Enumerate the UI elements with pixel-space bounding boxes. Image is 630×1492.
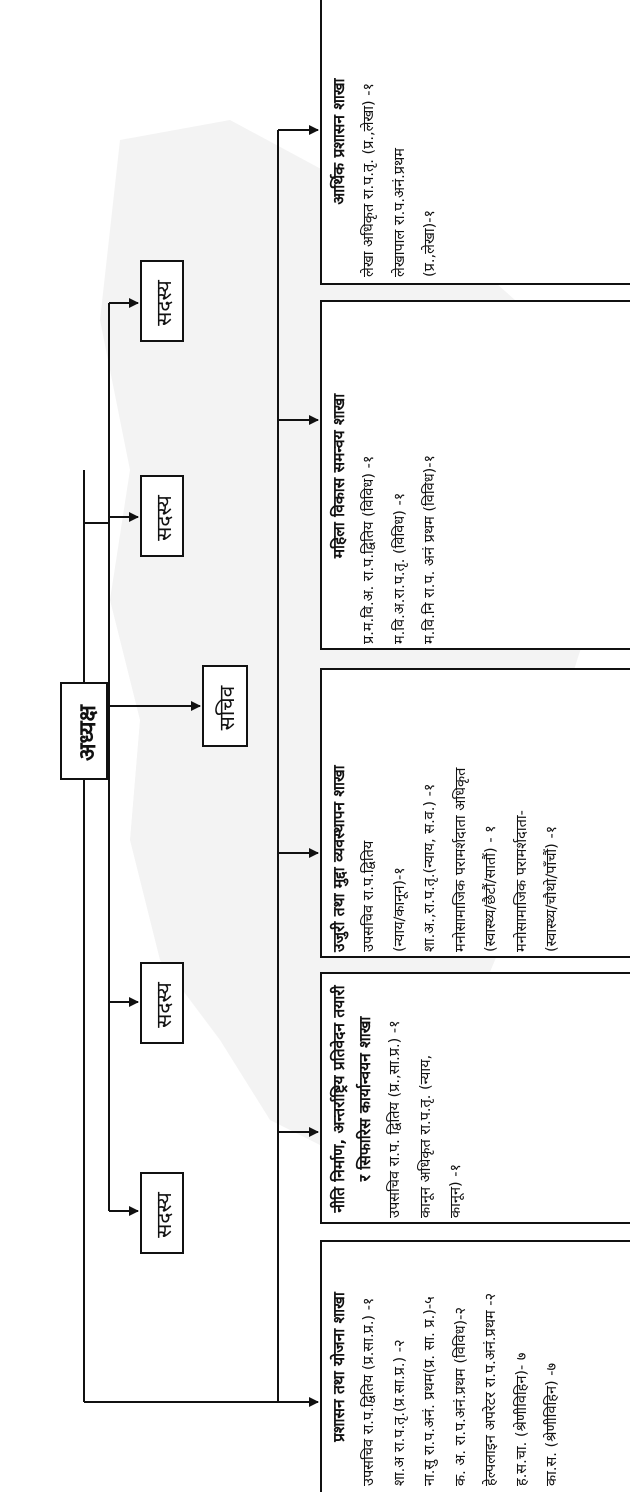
branch-item: (स्वास्थ्य/छैटौं/सातौं) - १ bbox=[483, 825, 499, 952]
branch-items: प्र.म.वि.अ. रा.प.द्वितिय (विविध) -१ म.वि… bbox=[354, 308, 446, 644]
branch-item: ना.सु रा.प.अनं. प्रथम(प्र. सा. प्र.)-५ bbox=[422, 1296, 438, 1486]
branch-women-development: महिला विकास समन्वय शाखा प्र.म.वि.अ. रा.प… bbox=[320, 300, 630, 650]
branch-item: लेखा अधिकृत रा.प.तृ. (प्र.,लेखा) -१ bbox=[361, 82, 377, 277]
member-box: सदस्य bbox=[140, 962, 184, 1044]
member-box: सदस्य bbox=[140, 260, 184, 342]
branch-title: प्रशासन तथा योजना शाखा bbox=[330, 1292, 348, 1442]
member-label: सदस्य bbox=[152, 1192, 176, 1238]
branch-item: उपसचिव रा.प.द्वितिय (प्र.सा.प्र.) -१ bbox=[361, 1297, 377, 1486]
branch-item: म.वि.अ.रा.प.तृ. (विविध) -१ bbox=[391, 492, 408, 644]
branch-item: हेल्पलाइन अपरेटर रा.प.अनं.प्रथम -२ bbox=[483, 1292, 499, 1486]
branch-items: उपसचिव रा.प.द्वितिय (न्याय/कानून)-१ शा.अ… bbox=[354, 676, 568, 952]
branch-item: का.स. (श्रेणीविहिन) -७ bbox=[544, 1362, 560, 1486]
branch-item: क. अ. रा.प.अनं.प्रथम (विविध)-२ bbox=[452, 1307, 469, 1486]
secretary-box: सचिव bbox=[202, 665, 248, 747]
branch-item: ह.स.चा. (श्रेणीविहिन)- ७ bbox=[513, 1352, 530, 1486]
branch-item: उपसचिव रा.प. द्वितिय (प्र.,सा.प्र.) -१ bbox=[387, 1020, 403, 1218]
branch-complaint-case-management: उजुरी तथा मुद्दा व्यवस्थापन शाखा उपसचिव … bbox=[320, 668, 630, 958]
chair-box: अध्यक्ष bbox=[60, 682, 108, 780]
branch-financial-administration: आर्थिक प्रशासन शाखा लेखा अधिकृत रा.प.तृ.… bbox=[320, 0, 630, 285]
member-label: सदस्य bbox=[152, 982, 176, 1028]
chair-label: अध्यक्ष bbox=[75, 704, 101, 762]
branch-item: (स्वास्थ्य/चौथो/पाँचौं) -१ bbox=[544, 825, 560, 952]
branch-policy-reports: नीति निर्माण, अन्तर्राष्ट्रिय प्रतिवेदन … bbox=[320, 972, 630, 1224]
branch-item: कानून अधिकृत रा.प.तृ. (न्याय, bbox=[417, 1054, 434, 1218]
member-box: सदस्य bbox=[140, 1172, 184, 1254]
branch-items: उपसचिव रा.प. द्वितिय (प्र.,सा.प्र.) -१ क… bbox=[380, 980, 472, 1218]
branch-items: उपसचिव रा.प.द्वितिय (प्र.सा.प्र.) -१ शा.… bbox=[354, 1248, 568, 1486]
branch-items: लेखा अधिकृत रा.प.तृ. (प्र.,लेखा) -१ लेखा… bbox=[354, 6, 446, 277]
branch-administration-planning: प्रशासन तथा योजना शाखा उपसचिव रा.प.द्वित… bbox=[320, 1240, 630, 1492]
branch-item: (प्र.,लेखा)-१ bbox=[422, 209, 438, 277]
branch-item: लेखापाल रा.प.अनं.प्रथम bbox=[391, 148, 408, 277]
branch-item: शा.अ.,रा.प.तृ.(न्याय, स.व.) -१ bbox=[422, 783, 438, 952]
branch-item: मनोसामाजिक परामर्शदाता अधिकृत bbox=[452, 767, 469, 952]
member-label: सदस्य bbox=[152, 280, 176, 326]
branch-item: मनोसामाजिक परामर्शदाता- bbox=[513, 810, 530, 952]
branch-item: शा.अ रा.प.तृ.(प्र.सा.प्र.) -२ bbox=[391, 1339, 408, 1486]
branch-title: आर्थिक प्रशासन शाखा bbox=[330, 78, 348, 205]
branch-item: (न्याय/कानून)-१ bbox=[391, 867, 408, 952]
secretary-label: सचिव bbox=[215, 685, 239, 731]
branch-item: कानून) -१ bbox=[448, 1163, 464, 1218]
branch-item: म.वि.नि रा.प. अनं प्रथम (विविध)-१ bbox=[422, 454, 438, 644]
branch-title: उजुरी तथा मुद्दा व्यवस्थापन शाखा bbox=[330, 765, 348, 952]
member-label: सदस्य bbox=[152, 495, 176, 541]
member-box: सदस्य bbox=[140, 475, 184, 557]
branch-item: प्र.म.वि.अ. रा.प.द्वितिय (विविध) -१ bbox=[361, 455, 377, 644]
branch-item: उपसचिव रा.प.द्वितिय bbox=[361, 840, 377, 952]
branch-title: नीति निर्माण, अन्तर्राष्ट्रिय प्रतिवेदन … bbox=[330, 985, 374, 1213]
branch-title: महिला विकास समन्वय शाखा bbox=[330, 393, 348, 559]
